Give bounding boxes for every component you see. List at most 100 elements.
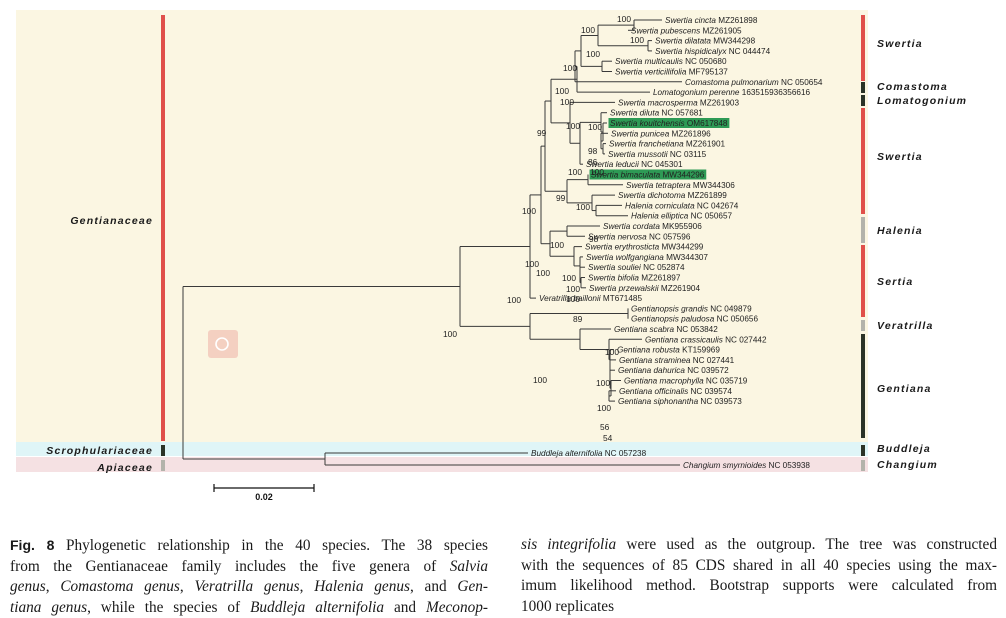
caption-italic: sis integrifolia (521, 536, 617, 553)
family-label: Gentianaceae (70, 215, 153, 227)
clade-label: Veratrilla (877, 320, 934, 332)
bootstrap-value: 99 (537, 128, 547, 138)
bootstrap-value: 100 (597, 403, 611, 413)
bootstrap-value: 100 (507, 295, 521, 305)
leaf-label: Swertia leducii NC 045301 (586, 160, 683, 169)
leaf-label: Swertia erythrosticta MW344299 (585, 243, 704, 252)
clade-bar (861, 15, 865, 81)
clade-label: Swertia (877, 38, 923, 50)
bootstrap-value: 100 (562, 273, 576, 283)
leaf-label: Veratrilla baillonii MT671485 (539, 294, 642, 303)
bootstrap-value: 99 (556, 193, 566, 203)
caption-text: , and (409, 578, 458, 595)
leaf-label: Gentiana crassicaulis NC 027442 (645, 335, 767, 344)
bootstrap-value: 100 (576, 202, 590, 212)
clade-bar (861, 217, 865, 243)
bootstrap-value: 86 (588, 157, 598, 167)
bootstrap-value: 100 (522, 206, 536, 216)
leaf-label: Lomatogonium perenne 163515936356616 (653, 88, 811, 97)
caption-text: , while the species of (87, 598, 251, 616)
bootstrap-value: 100 (550, 240, 564, 250)
clade-label: Gentiana (877, 383, 932, 395)
caption-line-7: imum likelihood method. Bootstrap suppor… (521, 577, 997, 594)
leaf-label: Swertia bimaculata MW344296 (591, 171, 705, 180)
family-label: Scrophulariaceae (46, 445, 153, 457)
clade-bar (861, 108, 865, 214)
clade-label: Sertia (877, 276, 913, 288)
clade-label: Swertia (877, 151, 923, 163)
leaf-label: Buddleja alternifolia NC 057238 (531, 449, 647, 458)
bootstrap-value: 100 (588, 122, 602, 132)
leaf-label: Gentiana dahurica NC 039572 (618, 366, 729, 375)
highlight-marker (608, 118, 730, 128)
bootstrap-value: 100 (605, 347, 619, 357)
clade-bar (861, 460, 865, 471)
caption-italic: Veratrilla genus (194, 578, 300, 595)
clade-bar (861, 334, 865, 438)
caption-italic: tiana genus (10, 598, 88, 616)
leaf-label: Swertia franchetiana MZ261901 (609, 140, 726, 149)
leaf-label: Swertia macrosperma MZ261903 (618, 98, 739, 107)
leaf-label: Swertia punicea MZ261896 (611, 129, 711, 138)
leaf-label: Gentiana scabra NC 053842 (614, 325, 718, 334)
caption-italic: Halenia genus (314, 578, 410, 595)
family-label: Apiaceae (96, 462, 153, 474)
leaf-label: Gentiana siphonantha NC 039573 (618, 397, 742, 406)
caption-italic: Meconop- (425, 598, 488, 616)
clade-label: Lomatogonium (877, 95, 967, 107)
leaf-label: Swertia tetraptera MW344306 (626, 181, 735, 190)
bootstrap-value: 100 (443, 329, 457, 339)
leaf-label: Comastoma pulmonarium NC 050654 (685, 78, 823, 87)
caption-text: Phylogenetic relationship in the 40 spec… (54, 537, 488, 554)
clade-label: Comastoma (877, 81, 948, 93)
scale-label: 0.02 (255, 492, 273, 500)
bootstrap-value: 100 (566, 121, 580, 131)
bootstrap-value: 100 (560, 97, 574, 107)
bootstrap-value: 100 (563, 63, 577, 73)
caption-italic: genus (10, 578, 46, 595)
leaf-label: Swertia dichotoma MZ261899 (618, 191, 727, 200)
bootstrap-value: 54 (603, 433, 613, 443)
clade-bar (861, 320, 865, 331)
leaf-label: Swertia dilatata MW344298 (655, 37, 756, 46)
caption-text: , (299, 578, 315, 595)
tree-panel-bg (16, 10, 868, 442)
clade-label: Changium (877, 459, 938, 471)
clade-bar (861, 445, 865, 456)
bootstrap-value: 100 (525, 259, 539, 269)
caption-text: , (179, 578, 195, 595)
bootstrap-value: 100 (536, 268, 550, 278)
figure-number: Fig. 8 (10, 537, 55, 553)
caption-text: , (45, 578, 61, 595)
leaf-label: Halenia elliptica NC 050657 (631, 212, 733, 221)
caption-line-5: sis integrifolia were used as the outgro… (521, 535, 997, 556)
clade-bar (861, 82, 865, 93)
bootstrap-value: 98 (589, 234, 599, 244)
figure-caption: Fig. 8 Phylogenetic relationship in the … (0, 535, 1006, 618)
leaf-label: Gentianopsis paludosa NC 050656 (631, 315, 758, 324)
bootstrap-value: 98 (588, 146, 598, 156)
bootstrap-value: 100 (568, 167, 582, 177)
caption-italic: Comastoma genus (60, 578, 180, 595)
leaf-label: Swertia cincta MZ261898 (665, 16, 758, 25)
leaf-label: Halenia corniculata NC 042674 (625, 201, 739, 210)
leaf-label: Swertia verticillifolia MF795137 (615, 68, 728, 77)
leaf-label: Swertia mussotii NC 03115 (608, 150, 707, 159)
leaf-label: Gentianopsis grandis NC 049879 (631, 304, 752, 313)
leaf-label: Swertia souliei NC 052874 (588, 263, 685, 272)
caption-italic: Salvia (449, 557, 488, 575)
clade-label: Halenia (877, 225, 923, 237)
leaf-label: Changium smyrnioides NC 053938 (683, 461, 810, 470)
clade-bar (861, 245, 865, 317)
bootstrap-value: 100 (555, 86, 569, 96)
clade-label: Buddleja (877, 443, 931, 455)
leaf-label: Gentiana officinalis NC 039574 (619, 387, 732, 396)
leaf-label: Swertia hispidicalyx NC 044474 (655, 47, 771, 56)
bootstrap-value: 100 (590, 167, 604, 177)
family-bar-scrophulariaceae (161, 445, 165, 456)
caption-text: from the Gentianaceae family includes th… (10, 557, 450, 575)
caption-left-column: Fig. 8 Phylogenetic relationship in the … (10, 535, 488, 618)
caption-text: were used as the outgroup. The tree was … (616, 536, 997, 553)
caption-line-2: from the Gentianaceae family includes th… (10, 557, 488, 578)
